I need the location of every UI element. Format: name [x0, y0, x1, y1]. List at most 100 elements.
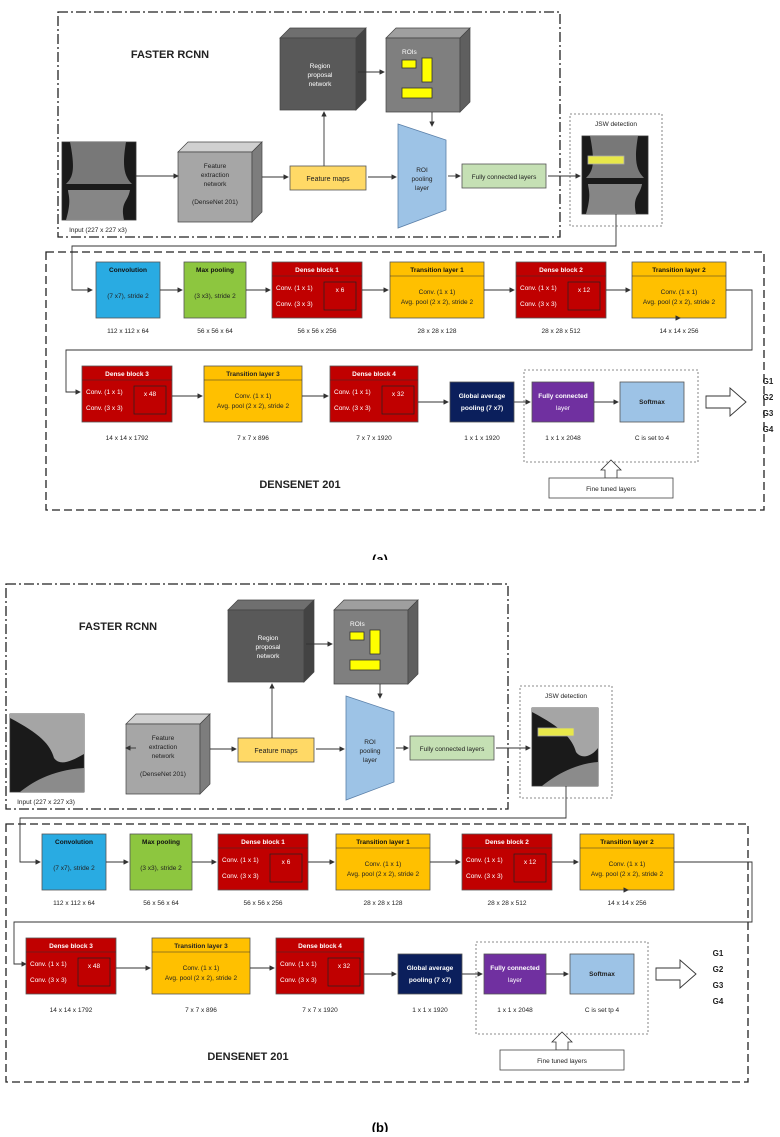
rpn-cube-side: [355, 27, 367, 111]
block-dimension: 7 x 7 x 1920: [302, 1007, 338, 1014]
block-line: Conv. (1 x 1): [183, 965, 220, 972]
block-dimension: 56 x 56 x 64: [143, 900, 179, 907]
block-title: Transition layer 1: [410, 267, 464, 274]
rpn-cube-side: [303, 599, 315, 683]
faster-rcnn-frame: [57, 11, 561, 238]
roi-box: [349, 659, 381, 671]
figure-label: (a): [372, 552, 388, 560]
grade-label: G4: [763, 425, 774, 434]
feature-maps-label: Feature maps: [254, 748, 298, 755]
block-dimension: 14 x 14 x 1792: [106, 435, 149, 442]
block-line: Conv. (1 x 1): [609, 861, 646, 868]
block-title: Dense block 2: [485, 839, 529, 846]
block-title: Dense block 3: [105, 371, 149, 378]
block-body: [271, 261, 363, 319]
densenet-frame: [45, 251, 765, 511]
densenet-block: Fully connected layer: [531, 381, 595, 423]
block-title: Dense block 1: [295, 267, 339, 274]
densenet-block: Fully connected layer: [483, 953, 547, 995]
block-line: Conv. (1 x 1): [86, 389, 123, 396]
block-dimension: 56 x 56 x 64: [197, 328, 233, 335]
row-wrap-connector: [65, 289, 753, 395]
block-line: Conv. (3 x 3): [86, 405, 123, 412]
densenet-title: DENSENET 201: [207, 1051, 288, 1063]
block-line: layer: [508, 977, 523, 984]
block-line: Conv. (3 x 3): [466, 873, 503, 880]
repeat-count: x 12: [578, 287, 591, 294]
block-line: (7 x7), stride 2: [107, 293, 149, 300]
roi-pooling-label: ROI: [416, 167, 428, 174]
output-arrow: [655, 959, 697, 989]
jsw-annotation-box: [587, 155, 625, 165]
block-line: Conv. (1 x 1): [520, 285, 557, 292]
block-line: Avg. pool (2 x 2), stride 2: [347, 871, 420, 878]
block-dimension: 14 x 14 x 256: [607, 900, 646, 907]
roi-pooling-label: ROI: [364, 739, 376, 746]
fine-tuned-box: [548, 477, 674, 499]
repeat-count: x 6: [336, 287, 345, 294]
repeat-box: [513, 853, 547, 883]
block-body: [95, 261, 161, 319]
block-line: Avg. pool (2 x 2), stride 2: [165, 975, 238, 982]
block-title: Dense block 4: [298, 943, 342, 950]
faster-rcnn-frame: [5, 583, 509, 810]
block-line: Conv. (1 x 1): [280, 961, 317, 968]
block-body: [25, 937, 117, 995]
knee-xray-image: [581, 135, 649, 215]
block-line: Conv. (3 x 3): [280, 977, 317, 984]
block-line: pooling (7 x7): [461, 405, 503, 412]
rpn-cube-top: [227, 599, 315, 611]
repeat-box: [269, 853, 303, 883]
faster-rcnn-title: FASTER RCNN: [131, 49, 209, 61]
block-body: [275, 937, 365, 995]
block-dimension: 7 x 7 x 896: [237, 435, 269, 442]
block-title: Fully connected: [538, 393, 588, 400]
block-title: Softmax: [639, 399, 665, 406]
grade-label: G3: [763, 409, 774, 418]
densenet-block: Convolution(7 x7), stride 2: [41, 833, 107, 891]
fine-tuned-label: Fine tuned layers: [537, 1058, 588, 1065]
feature-extraction-cube-side: [199, 713, 211, 795]
block-dimension: 112 x 112 x 64: [53, 900, 95, 907]
feature-extraction-label: Feature: [152, 735, 175, 742]
feature-extraction-label: extraction: [201, 172, 230, 179]
block-title: Transition layer 2: [652, 267, 706, 274]
block-dimension: 56 x 56 x 256: [243, 900, 282, 907]
block-title: Dense block 3: [49, 943, 93, 950]
block-body: [217, 833, 309, 891]
block-line: Avg. pool (2 x 2), stride 2: [591, 871, 664, 878]
repeat-count: x 32: [392, 391, 405, 398]
rpn-cube-top: [279, 27, 367, 39]
block-dimension: 112 x 112 x 64: [107, 328, 149, 335]
block-line: layer: [556, 405, 571, 412]
feature-maps-label: Feature maps: [306, 176, 350, 183]
block-title: Softmax: [589, 971, 615, 978]
block-title: Max pooling: [196, 267, 234, 274]
roi-box: [401, 59, 417, 69]
block-dimension: 1 x 1 x 2048: [545, 435, 581, 442]
connector-arrow: [19, 786, 567, 865]
block-body: [129, 833, 193, 891]
roi-box: [421, 57, 433, 83]
repeat-count: x 12: [524, 859, 537, 866]
repeat-count: x 6: [282, 859, 291, 866]
block-dimension: 28 x 28 x 512: [541, 328, 580, 335]
fc-layers-box: [461, 163, 547, 189]
block-line: pooling (7 x7): [409, 977, 451, 984]
block-dimension: C is set tp 4: [585, 1007, 620, 1014]
block-body: [41, 833, 107, 891]
block-title: Transition layer 2: [600, 839, 654, 846]
block-line: Conv. (1 x 1): [30, 961, 67, 968]
rois-cube-top: [333, 599, 419, 611]
block-title: Convolution: [55, 839, 93, 846]
block-title: Fully connected: [490, 965, 540, 972]
roi-pooling-label: layer: [415, 185, 430, 192]
